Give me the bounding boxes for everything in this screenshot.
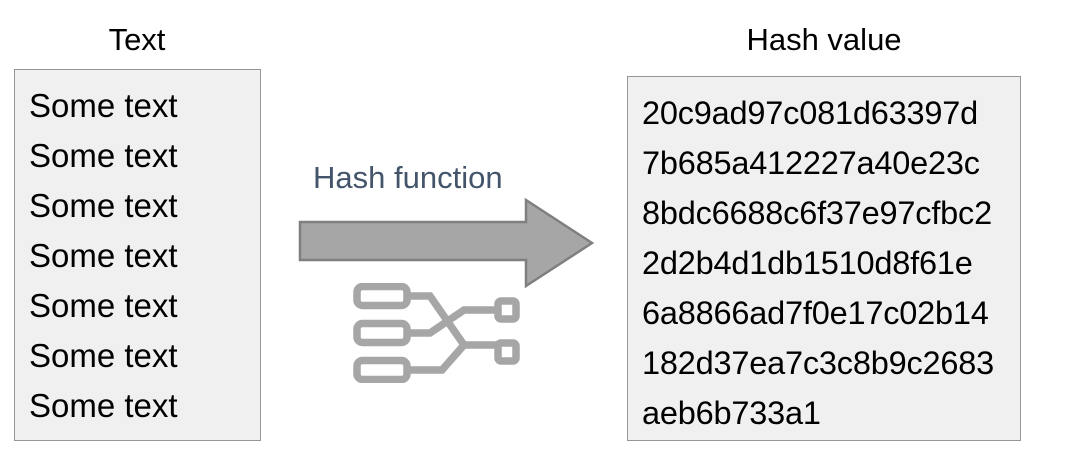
hash-line: 20c9ad97c081d63397d — [642, 95, 978, 131]
hash-line: 7b685a412227a40e23c — [642, 145, 980, 181]
hash-line: 2d2b4d1db1510d8f61e — [642, 245, 973, 281]
text-line: Some text — [29, 187, 178, 224]
text-lines-container: Some text Some text Some text Some text … — [15, 70, 260, 431]
hash-lines-container: 20c9ad97c081d63397d 7b685a412227a40e23c … — [628, 77, 1020, 438]
text-line: Some text — [29, 337, 178, 374]
text-line: Some text — [29, 237, 178, 274]
hash-line: 6a8866ad7f0e17c02b14 — [642, 295, 989, 331]
text-line: Some text — [29, 287, 178, 324]
text-input-panel: Some text Some text Some text Some text … — [14, 69, 261, 441]
text-line: Some text — [29, 137, 178, 174]
hash-line: 8bdc6688c6f37e97cfbc2 — [642, 195, 992, 231]
hash-function-label: Hash function — [313, 160, 503, 195]
hash-line: 182d37ea7c3c8b9c2683 — [642, 345, 995, 381]
hash-value-column-heading: Hash value — [746, 22, 902, 57]
text-line: Some text — [29, 387, 178, 424]
text-line: Some text — [29, 87, 178, 124]
right-arrow-icon — [298, 197, 595, 289]
hash-value-panel: 20c9ad97c081d63397d 7b685a412227a40e23c … — [627, 76, 1021, 441]
hash-line: aeb6b733a1 — [642, 395, 821, 431]
text-column-heading: Text — [108, 22, 166, 57]
hash-tree-icon — [353, 283, 520, 383]
